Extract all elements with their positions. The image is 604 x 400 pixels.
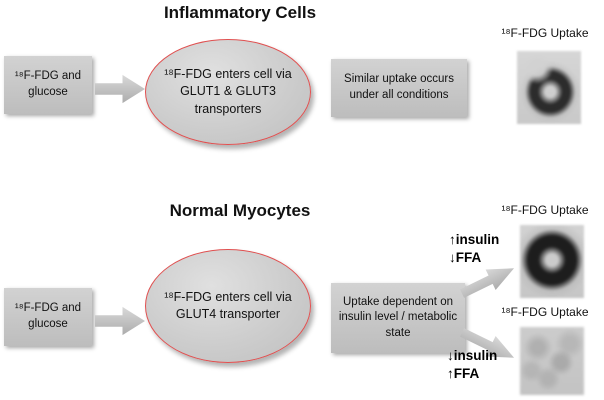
section-title-normal-myocytes: Normal Myocytes: [169, 201, 311, 220]
condition-line-insulin-down: ↓insulin: [447, 348, 498, 363]
section-title-inflammatory-cells: Inflammatory Cells: [163, 3, 317, 22]
uptake-label-inflammatory: ¹⁸F-FDG Uptake: [501, 26, 589, 40]
right-arrow-icon: [95, 306, 145, 336]
uptake-scan-image-inflammatory: [517, 51, 581, 124]
mechanism-ellipse-glut4: ¹⁸F-FDG enters cell via GLUT4 transporte…: [145, 249, 311, 363]
outcome-box-inflammatory: Similar uptake occurs under all conditio…: [331, 59, 467, 117]
condition-line-ffa-up: ↑FFA: [447, 366, 480, 382]
uptake-label-low-insulin: ¹⁸F-FDG Uptake: [501, 305, 589, 319]
mechanism-ellipse-glut1-glut3: ¹⁸F-FDG enters cell via GLUT1 & GLUT3 tr…: [145, 39, 311, 145]
condition-line-insulin-up: ↑insulin: [449, 232, 500, 247]
right-arrow-icon: [95, 74, 145, 104]
condition-low-insulin-high-ffa: ↓insulin ↑FFA: [447, 347, 497, 383]
condition-high-insulin-low-ffa: ↑insulin ↓FFA: [449, 231, 499, 267]
outcome-box-myocytes: Uptake dependent on insulin level / meta…: [331, 283, 465, 353]
uptake-scan-image-low-insulin: [520, 327, 584, 395]
condition-line-ffa-down: ↓FFA: [449, 250, 482, 266]
uptake-scan-image-high-insulin: [520, 225, 584, 298]
source-box-inflammatory: ¹⁸F-FDG and glucose: [4, 56, 92, 114]
source-box-myocytes: ¹⁸F-FDG and glucose: [4, 288, 92, 346]
uptake-label-high-insulin: ¹⁸F-FDG Uptake: [501, 203, 589, 217]
